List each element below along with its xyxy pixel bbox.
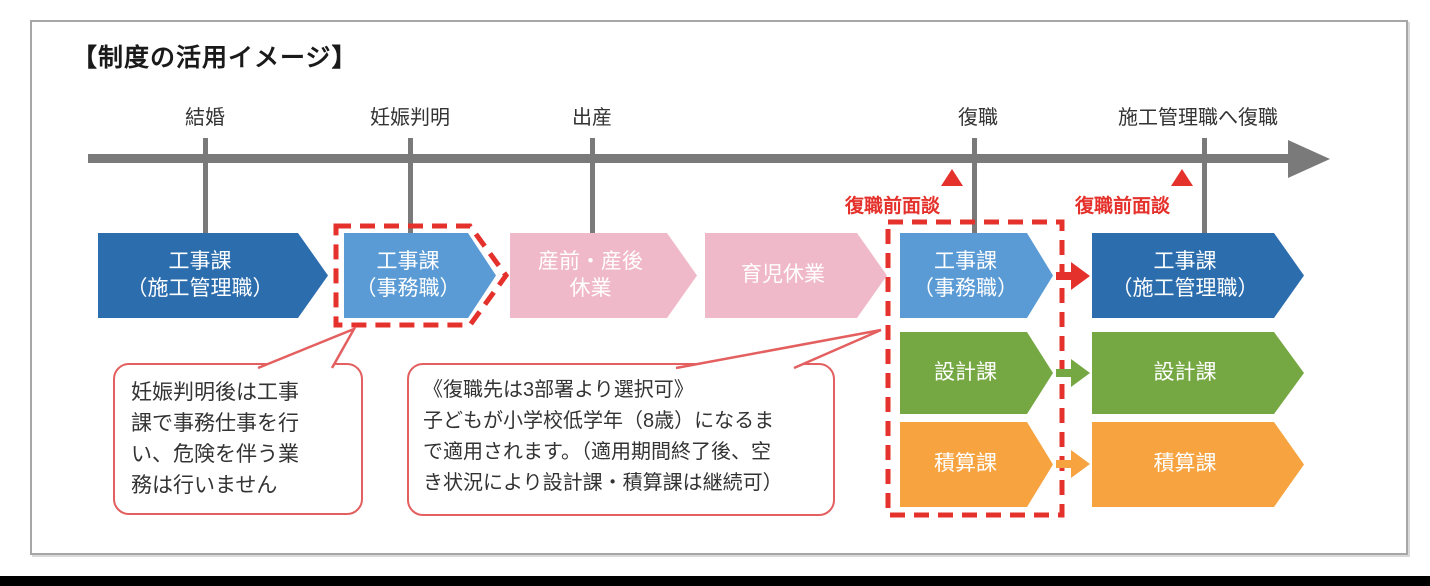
stage-box-return-clerical: 工事課 （事務職）: [900, 233, 1053, 318]
timeline-event-label-return: 復職: [958, 107, 998, 129]
stage-box-maternity-leave: 産前・産後 休業: [510, 233, 697, 318]
interview-marker-label-1: 復職前面談: [845, 196, 941, 217]
stage-box-career-before: 工事課 （施工管理職）: [98, 233, 328, 318]
timeline-axis: [88, 154, 1290, 163]
callout-return-note: 《復職先は3部署より選択可》 子どもが小学校低学年（8歳）になるま で適用されま…: [407, 363, 835, 516]
timeline-tick-return: [972, 138, 977, 234]
stage-box-final-construction: 工事課 （施工管理職）: [1092, 233, 1304, 318]
timeline-event-label-final-return: 施工管理職へ復職: [1118, 107, 1278, 129]
flow-arrow-red-icon: [1056, 262, 1090, 290]
interview-marker-triangle-icon: [1171, 169, 1193, 186]
diagram-title: 【制度の活用イメージ】: [72, 44, 358, 72]
interview-marker-label-2: 復職前面談: [1075, 196, 1171, 217]
stage-box-final-design: 設計課: [1092, 332, 1304, 414]
stage-box-childcare-leave: 育児休業: [705, 233, 887, 318]
flow-arrow-green-icon: [1056, 359, 1090, 387]
stage-box-pregnancy-clerical: 工事課 （事務職）: [344, 233, 496, 318]
timeline-event-label-marriage: 結婚: [185, 107, 225, 129]
callout-pregnancy-note: 妊娠判明後は工事 課で事務仕事を行 い、危険を伴う業 務は行いません: [113, 363, 363, 515]
timeline-tick-marriage: [203, 138, 208, 234]
timeline-tick-birth: [590, 138, 595, 234]
flow-arrow-orange-icon: [1056, 450, 1090, 478]
timeline-tick-final-return: [1202, 138, 1207, 234]
stage-box-return-estimation: 積算課: [900, 422, 1053, 507]
stage-box-final-estimation: 積算課: [1092, 422, 1304, 507]
interview-marker-triangle-icon: [941, 169, 963, 186]
timeline-tick-pregnancy: [408, 138, 413, 234]
timeline-event-label-birth: 出産: [572, 107, 612, 129]
bottom-black-bar: [0, 576, 1430, 586]
stage-box-return-design: 設計課: [900, 332, 1053, 414]
timeline-arrowhead-icon: [1288, 140, 1330, 178]
timeline-event-label-pregnancy: 妊娠判明: [370, 107, 450, 129]
